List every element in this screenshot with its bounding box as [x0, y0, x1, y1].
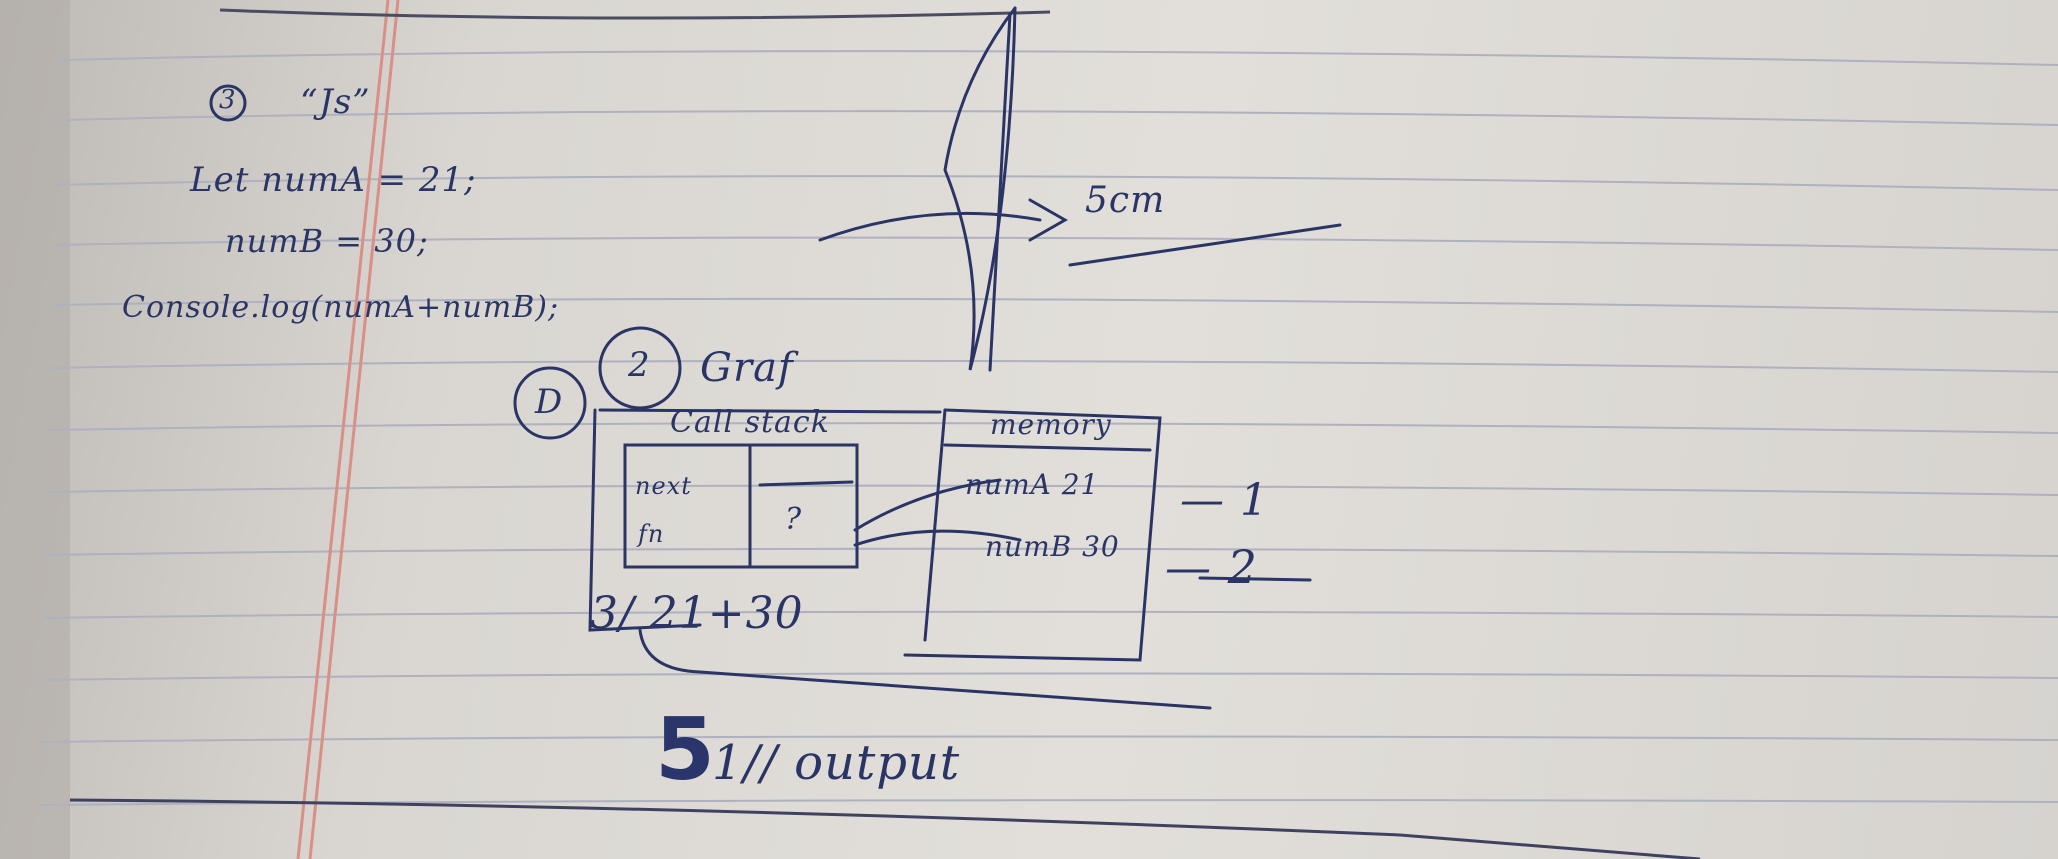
stack-inner-box: [623, 443, 859, 569]
memory-box: [903, 408, 1162, 662]
index-underline: [1198, 576, 1312, 582]
underline-5cm: [1068, 223, 1342, 267]
heading-number: 3: [219, 85, 237, 115]
stack-cell-2: ?: [785, 502, 803, 537]
memory-entry-1: numA 21: [965, 468, 1100, 501]
circle-2: [598, 326, 682, 410]
code-line-2: numB = 30;: [225, 222, 429, 260]
link-line-1: [853, 478, 1002, 532]
result-comment: 1// output: [712, 735, 961, 791]
memory-label: memory: [990, 408, 1112, 441]
graph-label: Graf: [700, 345, 794, 391]
ruled-lines: [39, 50, 2058, 806]
link-line-2: [853, 529, 1022, 547]
index-2: — 2: [1165, 540, 1258, 594]
callstack-frame: [588, 408, 702, 632]
arrow-shaft: [818, 211, 1042, 242]
heading-title: “Js”: [300, 82, 371, 122]
call-stack-label: Call stack: [670, 405, 830, 440]
bottom-ink-line: [69, 798, 1701, 859]
circle-d-label: D: [535, 382, 564, 422]
top-edge-line: [219, 8, 1051, 20]
callstack-top: [598, 408, 942, 414]
index-1: — 1: [1180, 475, 1269, 526]
margin-lines: [296, 0, 400, 859]
arrow-head: [1028, 198, 1069, 242]
blade-sketch: [943, 6, 1017, 371]
circle-2-label: 2: [628, 345, 651, 385]
circle-d: [513, 366, 587, 440]
memory-entry-2: numB 30: [985, 530, 1120, 563]
code-line-1: Let numA = 21;: [190, 160, 477, 200]
result-value: 5: [655, 700, 716, 800]
heading-circle: [209, 84, 247, 122]
code-line-3: Console.log(numA+numB);: [122, 290, 560, 325]
stack-cell-1a: next: [635, 472, 692, 500]
memory-left: [923, 408, 947, 642]
ink-drawing: [209, 6, 1342, 710]
expression-underline: [638, 628, 1212, 710]
blade-stroke: [988, 12, 1012, 372]
stack-cell-1b: fn: [638, 520, 665, 548]
expression: 3/ 21+30: [590, 588, 804, 639]
stack-cell-line: [758, 480, 854, 487]
memory-header-line: [943, 443, 1152, 452]
arrow-label: 5cm: [1085, 180, 1166, 221]
